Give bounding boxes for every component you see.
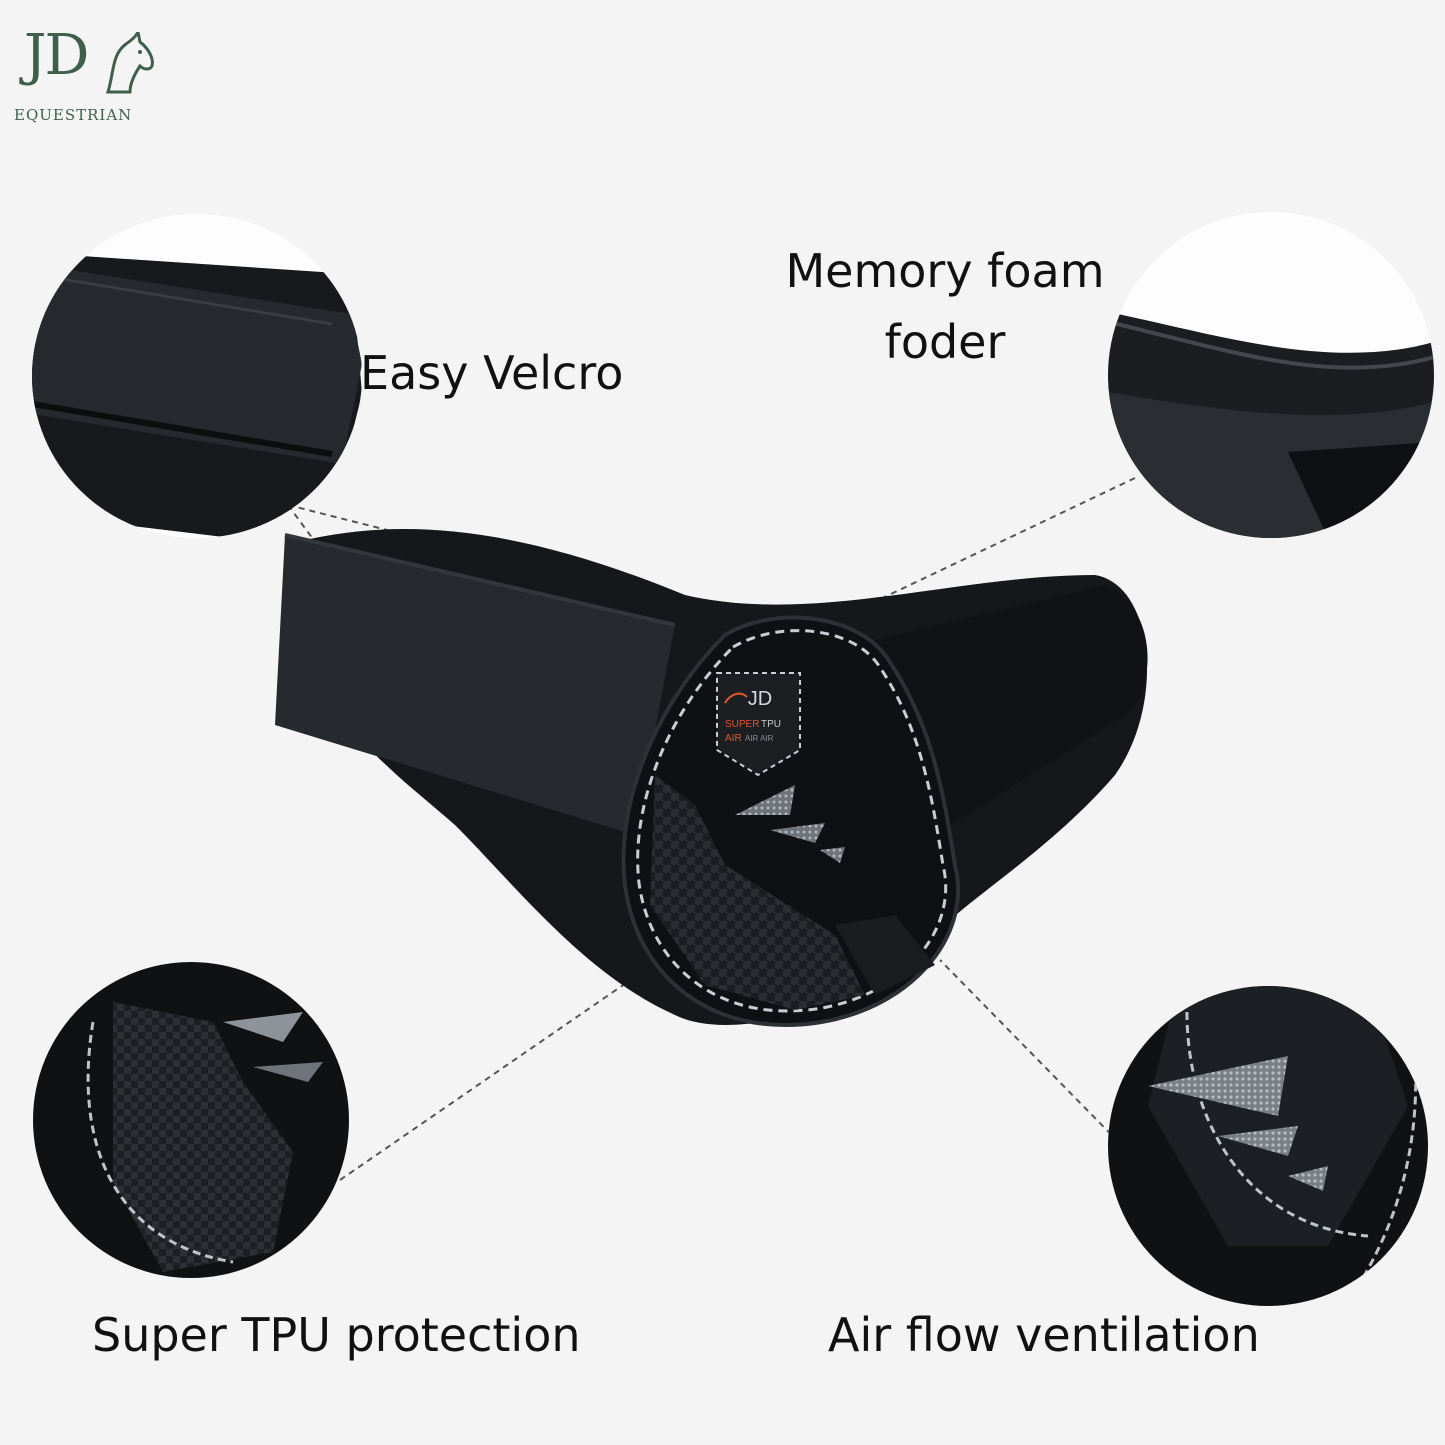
feature-label-tpu: Super TPU protection [92,1308,581,1362]
horse-head-icon [105,32,154,94]
badge-line2-a: AIR [725,733,742,744]
badge-brand: JD [748,688,772,710]
feature-label-velcro: Easy Velcro [360,346,624,400]
feature-label-foam-line2: foder [884,315,1006,370]
feature-label-air-flow: Air flow ventilation [828,1308,1260,1362]
detail-circle-tpu [33,962,349,1278]
logo-text: JD [24,23,89,88]
feature-label-memory-foam: Memory foam foder [730,236,1160,379]
badge-line1-b: TPU [761,719,781,730]
badge-line2-b: AIR AIR [745,734,774,743]
feature-label-foam-line1: Memory foam [785,244,1105,298]
horse-badge-icon [724,692,748,704]
brand-logo: JD EQUESTRIAN [14,22,164,132]
badge-line1-a: SUPER [725,719,759,730]
product-image-fetlock-boot: JD SUPER TPU AIR AIR AIR [255,505,1175,1050]
detail-circle-velcro [32,214,362,538]
velcro-strap-left [275,535,675,835]
logo-subtitle: EQUESTRIAN [14,106,133,124]
product-badge: JD SUPER TPU AIR AIR AIR [716,672,801,777]
detail-circle-air-flow [1108,986,1428,1306]
detail-circle-memory-foam [1108,212,1434,538]
